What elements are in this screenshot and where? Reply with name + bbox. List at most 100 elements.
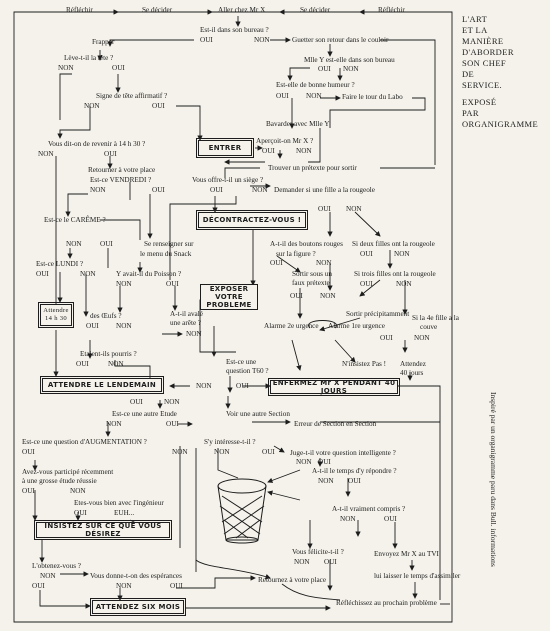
act-40-jours: 40 jours [400, 369, 424, 377]
flow-line [308, 128, 321, 163]
flow-line [267, 469, 301, 483]
ans-non: NON [306, 92, 322, 100]
box-attendre-lendemain: ATTENDRE LE LENDEMAIN [39, 375, 165, 395]
ans-non: NON [40, 572, 56, 580]
ans-oui: OUI [270, 259, 283, 267]
act-erreur-section: Erreur de Section en Section [294, 420, 377, 428]
flow-line [100, 219, 141, 240]
ans-non: NON [214, 448, 230, 456]
top-aller-chez: Aller chez Mr X [218, 6, 266, 14]
q-esperances: Vous donne-t-on des espérances [90, 572, 182, 580]
q-mlle-y-bureau: Mlle Y est-elle dans son bureau [304, 56, 395, 64]
flow-line [176, 105, 203, 141]
ans-euh: EUH... [114, 509, 135, 517]
ans-non: NON [70, 487, 86, 495]
flow-line [169, 196, 237, 280]
ans-oui: OUI [32, 582, 45, 590]
q-couve: couve [420, 323, 438, 331]
flow-line [276, 255, 301, 273]
q-oeufs: des Œufs ? [90, 312, 122, 320]
flow-line [359, 279, 381, 297]
ans-non: NON [66, 240, 82, 248]
q-une-arete: une arête ? [170, 319, 202, 327]
q-question-t60: Est-ce une [226, 358, 257, 366]
box-attendre-14h30: Attendre 14 h 30 [37, 301, 75, 329]
act-alarme-2: Alarme 2e urgence [264, 322, 319, 330]
ans-oui: OUI [130, 398, 143, 406]
side-title-line: SERVICE. [462, 80, 503, 90]
ans-non: NON [116, 582, 132, 590]
q-vraiment-compris: A-t-il vraiment compris ? [332, 505, 406, 513]
top-se-decider-left: Se décider [142, 6, 173, 14]
ans-non: NON [254, 36, 270, 44]
ans-oui: OUI [22, 448, 35, 456]
ans-non: NON [186, 330, 202, 338]
ans-non: NON [296, 458, 312, 466]
q-obtenez: L'obtenez-vous ? [32, 562, 81, 570]
q-temps-repondre: A-t-il le temps d'y répondre ? [312, 467, 397, 475]
ans-non: NON [346, 205, 362, 213]
q-careme: Est-ce le CARÊME ? [44, 216, 106, 224]
side-title-line: PAR [462, 108, 479, 118]
ans-oui: OUI [318, 65, 331, 73]
ans-non: NON [316, 259, 332, 267]
top-se-decider-right: Se décider [300, 6, 331, 14]
ans-non: NON [318, 477, 334, 485]
ans-non: NON [414, 334, 430, 342]
flow-line [395, 385, 441, 600]
box-entrer: ENTRER [195, 137, 255, 159]
act-nirsistez: N'insistez Pas ! [342, 360, 387, 368]
ans-non: NON [343, 65, 359, 73]
ans-non: NON [320, 292, 336, 300]
q-trois-filles: Si trois filles ont la rougeole [354, 270, 436, 278]
ans-non: NON [340, 515, 356, 523]
flow-line [39, 590, 91, 609]
q-boutons-rouges: A-t-il des boutons rouges [270, 240, 343, 248]
ans-non: NON [38, 150, 54, 158]
q-offre-siege: Vous offre-t-il un siège ? [192, 176, 264, 184]
flow-line [334, 339, 356, 363]
box-exposer: EXPOSER VOTRE PROBLEME [200, 284, 258, 310]
act-guetter: Guetter son retour dans le couloir [292, 36, 389, 44]
q-augmentation: Est-ce une question d'AUGMENTATION ? [22, 438, 147, 446]
q-question-t60b: question T60 ? [226, 367, 269, 375]
ans-oui: OUI [236, 382, 249, 390]
act-tour-labo: Faire le tour du Labo [342, 93, 403, 101]
q-bonne-humeur: Est-elle de bonne humeur ? [276, 81, 355, 89]
ans-non: NON [394, 250, 410, 258]
ans-oui: OUI [152, 186, 165, 194]
box-attendez-six-mois: ATTENDEZ SIX MOIS [89, 597, 187, 617]
ans-oui: OUI [318, 458, 331, 466]
top-reflechir-left: Réfléchir [66, 6, 93, 14]
flow-line [57, 106, 91, 139]
ans-oui: OUI [262, 448, 275, 456]
box-enfermez: ENFERMEZ Mr X PENDANT 40 JOURS [267, 377, 401, 397]
ans-oui: OUI [384, 515, 397, 523]
q-grosse-etude: à une grosse étude réussie [22, 477, 97, 485]
side-title-line: ET LA [462, 25, 488, 35]
flow-line [329, 97, 426, 128]
flow-line [176, 575, 256, 589]
ans-non: NON [108, 360, 124, 368]
q-interesse: S'y intéresse-t-il ? [204, 438, 256, 446]
flow-line [319, 317, 361, 332]
act-sortir-precip: Sortir précipitamment [346, 310, 410, 318]
ans-oui: OUI [380, 334, 393, 342]
ans-non: NON [80, 270, 96, 278]
box-decontractez: DÉCONTRACTEZ-VOUS ! [195, 209, 309, 231]
q-est-il-bureau: Est-il dans son bureau ? [200, 26, 269, 34]
ans-non: NON [106, 420, 122, 428]
flow-line [65, 193, 88, 217]
q-revenir-14h30: Vous dit-on de revenir à 14 h 30 ? [48, 140, 146, 148]
q-quatrieme: Si la 4e fille a la [412, 314, 459, 322]
ans-non: NON [252, 186, 268, 194]
act-sortir-faux: Sortir sous un [292, 270, 332, 278]
ans-oui: OUI [360, 280, 373, 288]
side-title-line: L'ART [462, 14, 488, 24]
q-etaient-pourris: Etaient-ils pourris ? [80, 350, 137, 358]
side-title-line: ORGANIGRAMME [462, 119, 539, 129]
ans-oui: OUI [152, 102, 165, 110]
ans-non: NON [90, 186, 106, 194]
side-title-line: EXPOSÉ [462, 97, 497, 107]
